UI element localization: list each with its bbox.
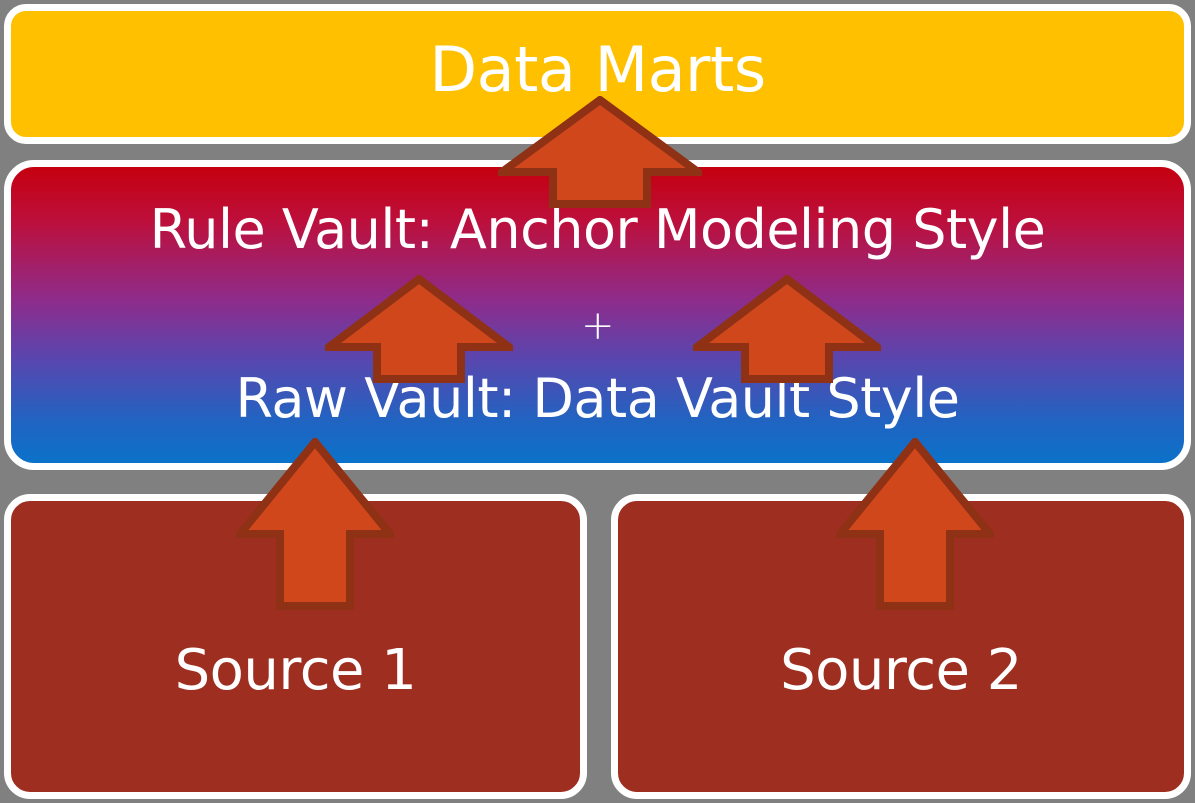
plus-symbol-label: + bbox=[580, 303, 615, 349]
source-2-box[interactable]: Source 2 bbox=[611, 494, 1191, 799]
rule-vault-label: Rule Vault: Anchor Modeling Style bbox=[149, 198, 1046, 261]
source-1-label: Source 1 bbox=[174, 637, 417, 703]
data-marts-label: Data Marts bbox=[429, 33, 766, 106]
data-marts-layer[interactable]: Data Marts bbox=[4, 4, 1191, 144]
source-2-label: Source 2 bbox=[780, 637, 1022, 703]
raw-vault-label: Raw Vault: Data Vault Style bbox=[235, 367, 961, 430]
source-1-box[interactable]: Source 1 bbox=[4, 494, 587, 799]
vault-layer[interactable]: Rule Vault: Anchor Modeling Style + Raw … bbox=[4, 160, 1191, 470]
